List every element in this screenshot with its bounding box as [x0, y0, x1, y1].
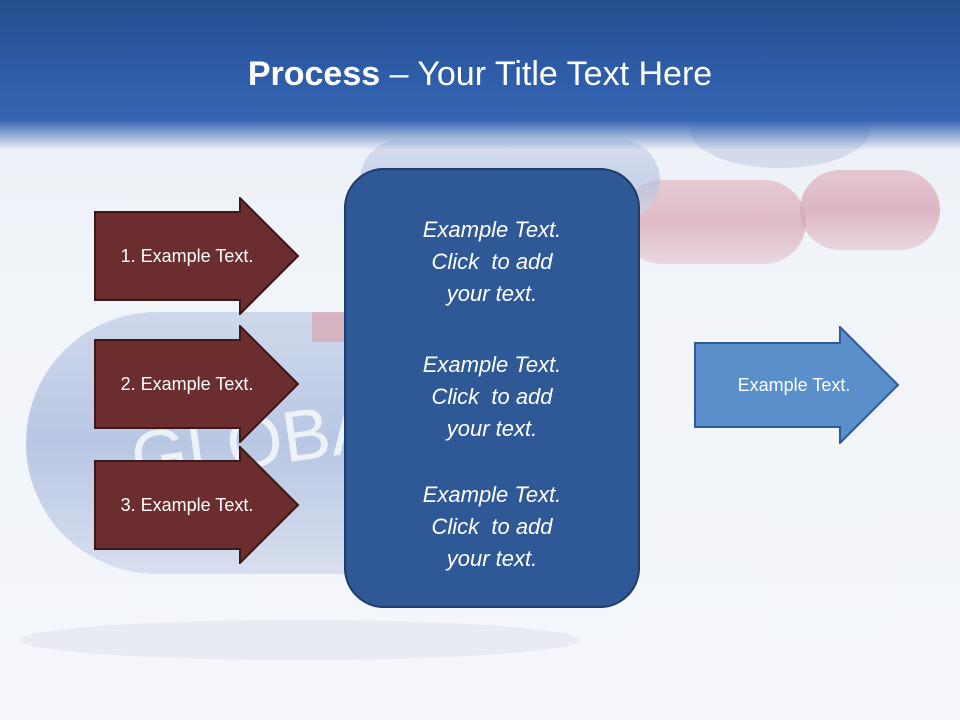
center-item-1-line3: your text.	[446, 281, 538, 306]
center-item-3-line3: your text.	[446, 546, 538, 571]
arrow-right-icon	[694, 324, 900, 446]
center-item-2-line2: Click to add	[431, 384, 553, 409]
slide-title[interactable]: Process – Your Title Text Here	[0, 52, 960, 96]
center-item-2-line3: your text.	[446, 416, 538, 441]
center-item-1: Example Text. Click to add your text.	[346, 214, 638, 310]
arrow-right-icon	[94, 444, 300, 566]
pill-top-right-1	[800, 170, 940, 250]
step-arrow-3[interactable]: 3. Example Text.	[94, 444, 300, 566]
arrow-right-icon	[94, 195, 300, 317]
result-arrow-label: Example Text.	[737, 374, 851, 395]
step-arrow-1[interactable]: 1. Example Text.	[94, 195, 300, 317]
step-arrow-2[interactable]: 2. Example Text.	[94, 323, 300, 445]
step-label-3: 3. Example Text.	[120, 494, 254, 515]
pill-shadow	[20, 620, 580, 660]
center-item-2-line1: Example Text.	[422, 352, 562, 377]
center-item-1-line1: Example Text.	[422, 217, 562, 242]
step-label-1: 1. Example Text.	[120, 245, 254, 266]
pill-top-right-2	[620, 180, 806, 264]
center-text-box[interactable]: Example Text. Click to add your text. Ex…	[344, 168, 640, 608]
result-arrow[interactable]: Example Text.	[694, 324, 900, 446]
center-item-2: Example Text. Click to add your text.	[346, 349, 638, 445]
header-band	[0, 0, 960, 150]
center-item-3-line2: Click to add	[431, 514, 553, 539]
center-item-1-line2: Click to add	[431, 249, 553, 274]
arrow-right-icon	[94, 323, 300, 445]
center-item-3: Example Text. Click to add your text.	[346, 479, 638, 575]
step-label-2: 2. Example Text.	[120, 373, 254, 394]
center-item-3-line1: Example Text.	[422, 482, 562, 507]
title-bold: Process	[247, 55, 381, 93]
title-rest: – Your Title Text Here	[380, 55, 713, 93]
large-pill-band	[312, 312, 348, 342]
